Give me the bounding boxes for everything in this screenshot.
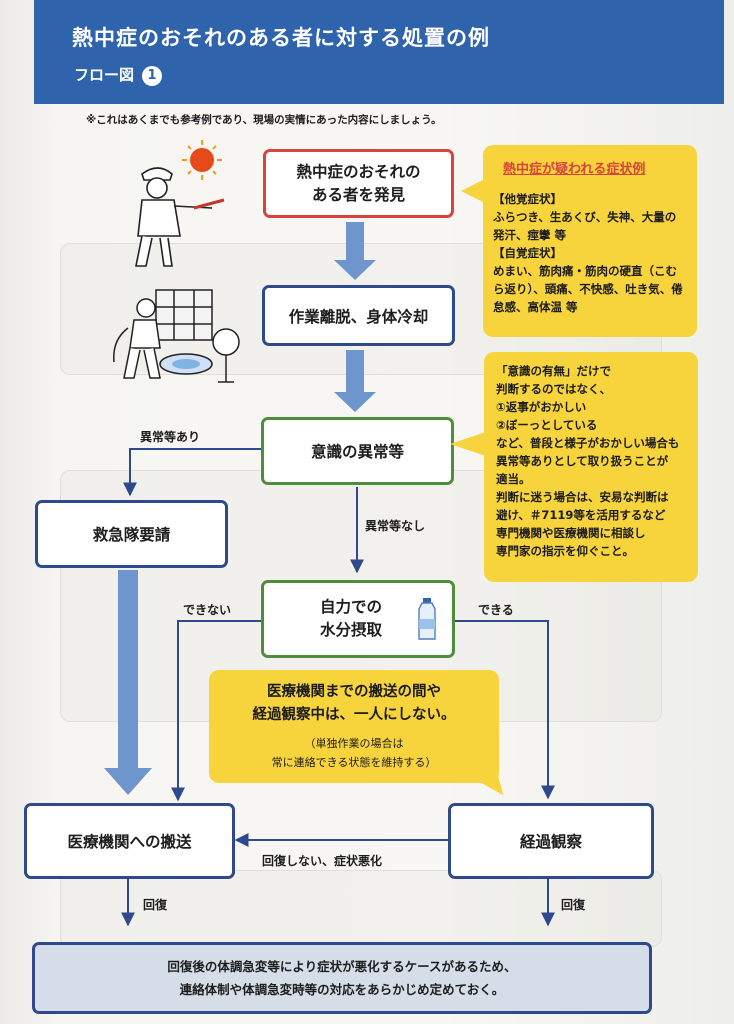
alone-paren-line-2: 常に連絡できる状態を維持する） [271,756,437,769]
label-recovered-right: 回復 [561,898,586,912]
symptoms-body: 【他覚症状】 ふらつき、生あくび、失神、大量の 発汗、痙攣 等 【自覚症状】 め… [493,190,683,316]
page-subtitle: フロー図 1 [74,64,163,86]
consciousness-line-3: ①返事がおかしい [496,400,587,414]
cool-box: 作業離脱、身体冷却 [262,285,455,346]
bleed-panel-3 [60,870,662,947]
number-badge: 1 [142,66,163,86]
objective-head: 【他覚症状】 [493,192,562,206]
consciousness-line-8: 判断に迷う場合は、安易な判断は [496,490,669,504]
consciousness-line-4: ②ぼーっとしている [496,418,598,432]
water-text: 自力での 水分摂取 [320,596,382,642]
consciousness-line-10: 専門機関や医療機関に相談し [496,526,646,540]
discover-box: 熱中症のおそれの ある者を発見 [263,149,454,218]
abnormal-box: 意識の異常等 [261,417,454,485]
alone-paren-line-1: （単独作業の場合は [304,737,404,750]
water-box: 自力での 水分摂取 [261,580,455,658]
final-line-1: 回復後の体調急変等により症状が悪化するケースがあるため、 [167,959,517,974]
consciousness-callout: 「意識の有無」だけで 判断するのではなく、 ①返事がおかしい ②ぼーっとしている… [450,352,698,582]
alone-callout: 医療機関までの搬送の間や 経過観察中は、一人にしない。 （単独作業の場合は 常に… [209,670,515,805]
subjective-line-3: 怠感、高体温 等 [493,300,578,314]
hot-worker-illustration [135,140,225,267]
transport-box: 医療機関への搬送 [24,803,235,879]
alone-paren: （単独作業の場合は 常に連絡できる状態を維持する） [209,734,499,772]
water-bottle-icon [418,598,436,640]
final-line-2: 連絡体制や体調急変時等の対応をあらかじめ定めておく。 [179,982,505,997]
alone-main: 医療機関までの搬送の間や 経過観察中は、一人にしない。 [209,681,499,727]
discover-line-2: ある者を発見 [311,185,405,204]
subtitle-text: フロー図 [74,66,135,84]
sun-icon [182,140,222,180]
consciousness-line-5: など、普段と様子がおかしい場合も [496,436,680,450]
callout-pointer [450,432,486,456]
objective-line-1: ふらつき、生あくび、失神、大量の [493,210,677,224]
page-title: 熱中症のおそれのある者に対する処置の例 [72,26,490,50]
label-abnormal-yes: 異常等あり [140,430,201,444]
consciousness-line-2: 判断するのではなく、 [496,382,611,396]
label-not-recovered: 回復しない、症状悪化 [262,854,383,868]
observe-box: 経過観察 [448,803,654,879]
alone-line-2: 経過観察中は、一人にしない。 [252,707,456,723]
label-abnormal-no: 異常等なし [365,519,426,533]
observe-label: 経過観察 [519,833,582,851]
water-line-2: 水分摂取 [319,621,382,639]
symptoms-title: 熱中症が疑われる症状例 [503,162,646,177]
consciousness-line-9: 避け、＃7119等を活用するなど [496,508,666,522]
subjective-line-1: めまい、筋肉痛・筋肉の硬直（こむ [493,264,677,278]
discover-line-1: 熱中症のおそれの [296,162,421,181]
big-arrows [104,222,376,795]
reference-note: ※これはあくまでも参考例であり、現場の実情にあった内容にしましょう。 [86,114,442,126]
callout-pointer [461,179,485,203]
subjective-head: 【自覚症状】 [493,246,562,260]
cool-label: 作業離脱、身体冷却 [288,307,429,326]
consciousness-line-7: 適当。 [496,472,531,486]
objective-line-2: 発汗、痙攣 等 [493,228,567,242]
consciousness-line-11: 専門家の指示を仰ぐこと。 [496,544,634,558]
consciousness-line-6: 異常等ありとして取り扱うことが [496,454,669,468]
subjective-line-2: ら返り）、頭痛、不快感、吐き気、倦 [493,282,683,296]
label-can: できる [478,603,514,617]
water-line-1: 自力での [319,598,382,616]
consciousness-line-1: 「意識の有無」だけで [496,364,611,378]
cooling-worker-illustration [113,289,240,383]
ambulance-box: 救急隊要請 [35,500,228,568]
symptoms-callout: 熱中症が疑われる症状例 【他覚症状】 ふらつき、生あくび、失神、大量の 発汗、痙… [461,145,697,337]
alone-line-1: 医療機関までの搬送の間や [267,684,441,700]
label-recovered-left: 回復 [143,898,168,912]
transport-label: 医療機関への搬送 [67,833,192,851]
header-band: 熱中症のおそれのある者に対する処置の例 フロー図 1 [34,0,724,104]
abnormal-label: 意識の異常等 [310,443,404,461]
ambulance-label: 救急隊要請 [92,526,171,544]
final-note-box: 回復後の体調急変等により症状が悪化するケースがあるため、 連絡体制や体調急変時等… [32,942,652,1014]
consciousness-body: 「意識の有無」だけで 判断するのではなく、 ①返事がおかしい ②ぼーっとしている… [496,362,679,560]
label-cannot: できない [183,603,232,617]
